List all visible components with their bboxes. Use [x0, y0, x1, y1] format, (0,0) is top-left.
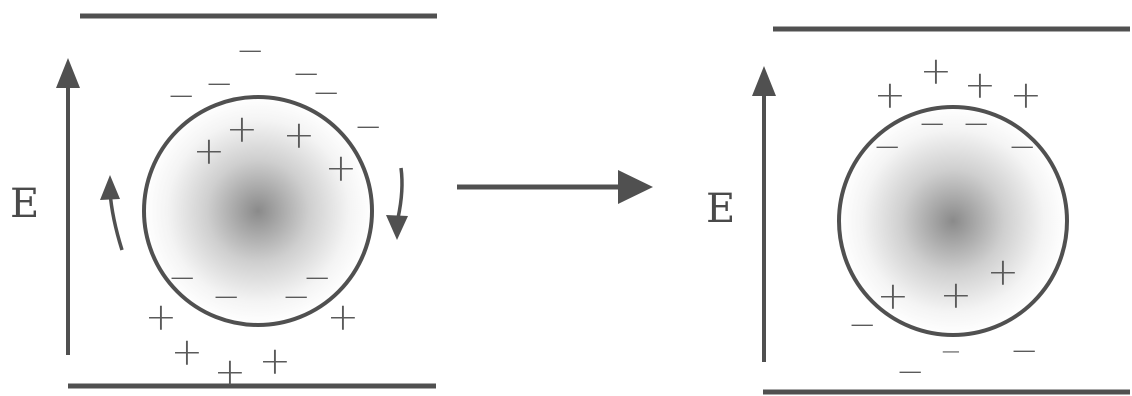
plus-sign: + — [874, 73, 906, 117]
minus-sign: − — [312, 73, 341, 113]
minus-sign: − — [1010, 331, 1039, 371]
right-arrow-icon — [457, 170, 653, 204]
minus-sign: − — [896, 352, 925, 392]
plus-sign: + — [920, 49, 952, 93]
left-field-label: E — [10, 181, 39, 227]
plus-sign: + — [214, 350, 246, 394]
right-field-label: E — [706, 186, 735, 232]
minus-sign: − — [1008, 127, 1037, 167]
plus-sign: + — [325, 146, 357, 190]
minus-sign: − — [940, 337, 962, 367]
minus-sign: − — [168, 258, 197, 298]
minus-sign: − — [282, 277, 311, 317]
plus-sign: + — [327, 295, 359, 339]
minus-sign: − — [354, 107, 383, 147]
minus-sign: − — [848, 305, 877, 345]
plus-sign: + — [193, 129, 225, 173]
plus-sign: + — [226, 107, 258, 151]
minus-sign: − — [212, 277, 241, 317]
right-panel: E + + + + + + + − − − − − − − − — [706, 26, 1130, 395]
plus-sign: + — [283, 113, 315, 157]
left-panel: E + + + + + + + + + − − − − — [10, 13, 437, 394]
plus-sign: + — [171, 330, 203, 374]
left-sphere — [142, 95, 374, 327]
plus-sign: + — [877, 274, 909, 318]
minus-sign: − — [873, 127, 902, 167]
left-field-arrow — [56, 58, 80, 355]
minus-sign: − — [292, 54, 321, 94]
left-plus-charges: + + + + + + + + + — [145, 107, 359, 394]
minus-sign: − — [303, 258, 332, 298]
right-rotation-arrow-icon — [386, 167, 408, 240]
plus-sign: + — [1010, 73, 1042, 117]
plus-sign: + — [964, 63, 996, 107]
right-field-arrow — [752, 66, 776, 362]
left-rotation-arrow-icon — [100, 175, 124, 251]
minus-sign: − — [962, 104, 991, 144]
minus-sign: − — [205, 64, 234, 104]
plus-sign: + — [145, 295, 177, 339]
plus-sign: + — [259, 339, 291, 383]
plus-sign: + — [940, 273, 972, 317]
right-minus-charges: − − − − − − − − — [848, 104, 1039, 392]
right-sphere — [837, 105, 1069, 337]
right-plus-charges: + + + + + + + — [874, 49, 1042, 318]
minus-sign: − — [236, 31, 265, 71]
plus-sign: + — [987, 250, 1019, 294]
minus-sign: − — [167, 76, 196, 116]
minus-sign: − — [918, 104, 947, 144]
left-minus-charges: − − − − − − − − − − — [167, 31, 383, 317]
